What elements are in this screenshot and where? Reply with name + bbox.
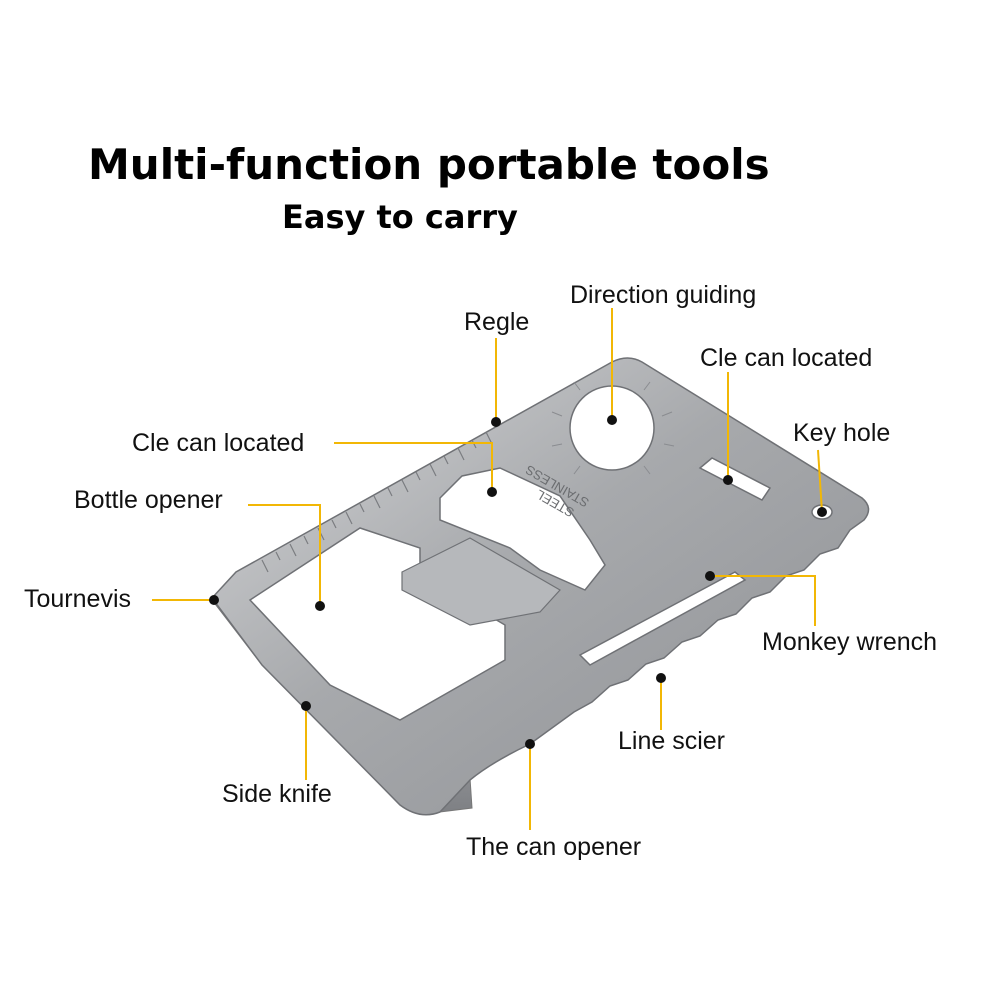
dot-cle-top — [723, 475, 733, 485]
label-key-hole: Key hole — [793, 419, 891, 447]
label-direction-guiding: Direction guiding — [570, 281, 757, 309]
label-can-opener: The can opener — [466, 833, 642, 861]
hex-wrench-cutout — [439, 467, 606, 591]
cle-slot — [698, 457, 772, 501]
leader-bottle — [248, 504, 321, 606]
label-regle: Regle — [464, 308, 530, 336]
dot-monkey — [705, 571, 715, 581]
dot-can-opener — [525, 739, 535, 749]
marker-dots — [209, 415, 827, 749]
label-cle-left: Cle can located — [132, 429, 305, 457]
label-cle-top: Cle can located — [700, 344, 873, 372]
label-line-scier: Line scier — [618, 727, 725, 755]
leader-monkey — [710, 575, 816, 626]
dot-side-knife — [301, 701, 311, 711]
label-bottle-opener: Bottle opener — [74, 486, 223, 514]
page-title: Multi-function portable tools — [88, 140, 770, 189]
leader-cle-left — [334, 442, 493, 492]
leader-key-hole — [817, 449, 823, 513]
wrench-slot — [578, 571, 747, 666]
dot-cle-left — [487, 487, 497, 497]
leader-lines — [152, 308, 823, 830]
dot-regle — [491, 417, 501, 427]
label-monkey-wrench: Monkey wrench — [762, 628, 938, 656]
dot-tournevis — [209, 595, 219, 605]
dot-direction — [607, 415, 617, 425]
label-tournevis: Tournevis — [24, 585, 131, 613]
dot-bottle — [315, 601, 325, 611]
wrench-tab — [401, 537, 561, 626]
label-side-knife: Side knife — [222, 780, 332, 808]
page-subtitle: Easy to carry — [282, 198, 518, 236]
dot-key-hole — [817, 507, 827, 517]
dot-line-scier — [656, 673, 666, 683]
bottle-opener-cutout — [248, 527, 506, 721]
